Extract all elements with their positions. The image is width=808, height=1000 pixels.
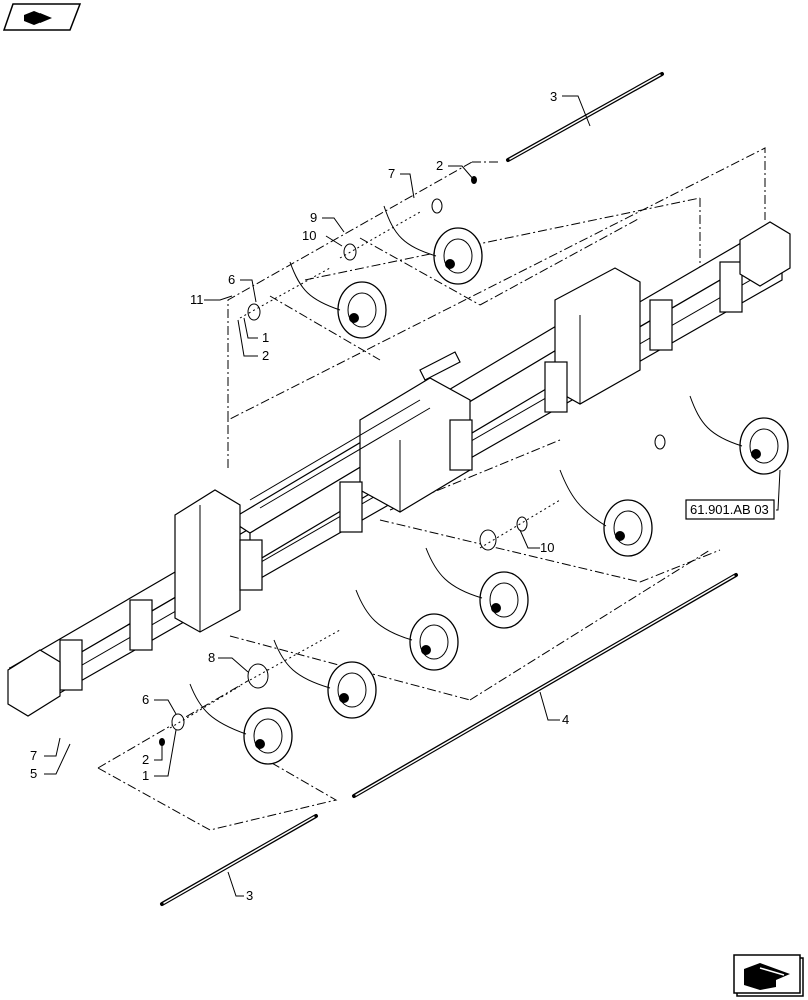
rod-top	[506, 72, 664, 162]
callout-7-bot: 7	[30, 748, 37, 763]
hardware-parts	[159, 176, 666, 746]
callout-8: 8	[208, 650, 215, 665]
callout-7-top: 7	[388, 166, 395, 181]
meter-assembly-upper-1	[289, 261, 387, 339]
rod-middle	[352, 573, 738, 798]
next-page-arrow-icon[interactable]	[733, 954, 804, 997]
meter-assembly-right	[689, 395, 789, 475]
callout-2-mid: 2	[262, 348, 269, 363]
meter-assembly-upper-2	[383, 205, 483, 285]
rod-bottom	[160, 814, 318, 906]
callout-4: 4	[562, 712, 569, 727]
callout-11: 11	[190, 292, 204, 307]
callout-2-top: 2	[436, 158, 443, 173]
meter-assembly-lower-2	[273, 639, 377, 719]
toolbar-frame	[7, 221, 791, 717]
callout-6-top: 6	[228, 272, 235, 287]
callout-1-bot: 1	[142, 768, 149, 783]
callout-1-top: 1	[262, 330, 269, 345]
callout-9: 9	[310, 210, 317, 225]
callout-10-top: 10	[302, 228, 316, 243]
callout-6-bot: 6	[142, 692, 149, 707]
meter-assembly-lower-4	[425, 547, 529, 629]
book-navigation-icon[interactable]	[2, 3, 82, 31]
callout-3-bot: 3	[246, 888, 253, 903]
callout-2-bot: 2	[142, 752, 149, 767]
callout-5: 5	[30, 766, 37, 781]
meter-assembly-lower-5	[559, 469, 653, 557]
meter-assembly-lower-1	[189, 683, 293, 765]
meter-assembly-lower-3	[355, 589, 459, 671]
reference-box[interactable]: 61.901.AB 03	[685, 499, 775, 520]
callout-10-mid: 10	[540, 540, 554, 555]
callout-leaders	[44, 95, 781, 897]
callout-3-top: 3	[550, 89, 557, 104]
callout-labels: 3 2 7 9 10 6 11 1 2 10 8 6 2 1 7 5 4 3	[30, 89, 569, 903]
reference-box-label: 61.901.AB 03	[690, 502, 769, 517]
